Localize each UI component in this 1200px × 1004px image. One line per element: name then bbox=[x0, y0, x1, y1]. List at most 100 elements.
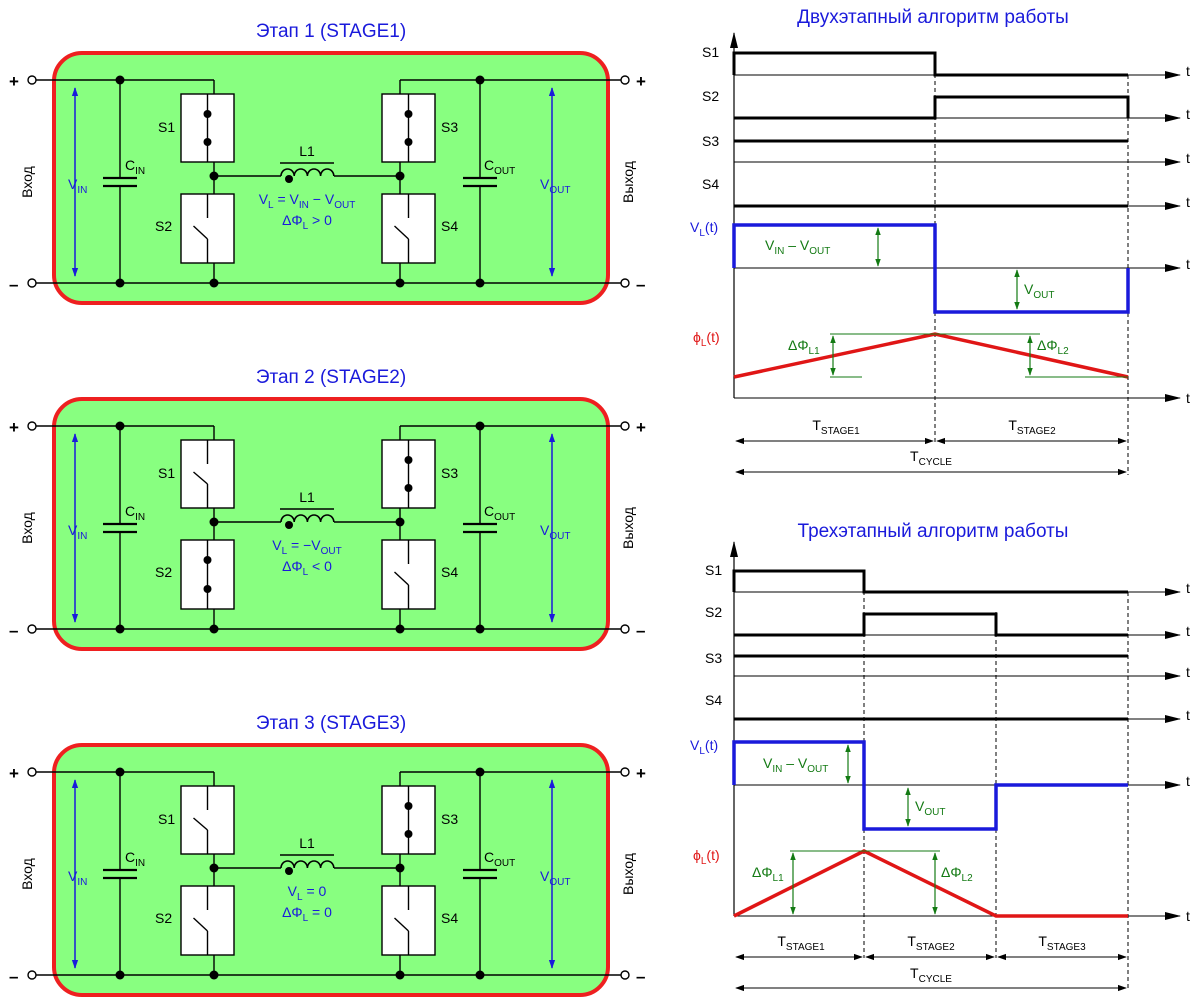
cout-label: COUT​ bbox=[484, 157, 515, 177]
axis-t-label: t bbox=[1186, 63, 1190, 79]
s1-switch-blade bbox=[193, 471, 208, 485]
dphi-equation: ΔΦL​ > 0 bbox=[282, 212, 332, 232]
s2-switch-blade bbox=[193, 225, 208, 240]
s2-label: S2 bbox=[155, 910, 172, 926]
vout-label: VOUT​ bbox=[540, 868, 570, 888]
cout-label: COUT​ bbox=[484, 503, 515, 523]
s3-label: S3 bbox=[441, 119, 458, 135]
timing-three-stage: Трехэтапный алгоритм работыttttttS1S2S3S… bbox=[690, 521, 1190, 992]
period-label-2: TSTAGE2​ bbox=[1008, 417, 1056, 437]
row-label-vl: VL​(t) bbox=[690, 219, 718, 239]
terminal-out-minus bbox=[620, 278, 630, 288]
stage-panel-1: Этап 1 (STAGE1)+–+–CIN​COUT​VIN​VOUT​Вхо… bbox=[9, 21, 646, 305]
s1-switch-blade bbox=[193, 817, 208, 831]
junction-dot bbox=[404, 830, 413, 838]
terminal-out-plus bbox=[620, 767, 630, 777]
cin-label: CIN​ bbox=[125, 503, 145, 523]
vin-label: VIN​ bbox=[68, 522, 87, 542]
axis-t-label: t bbox=[1186, 707, 1190, 723]
junction-dot bbox=[203, 585, 212, 593]
circuit-panels: Этап 1 (STAGE1) + – + – CIN​ COUT​ VIN​ VOUT​ Вхо… bbox=[9, 21, 646, 997]
stage-panel-3: Этап 3 (STAGE3)+–+–CIN​COUT​VIN​VOUT​Вхо… bbox=[9, 713, 646, 997]
stage-title: Этап 3 (STAGE3) bbox=[256, 713, 406, 734]
input-label: Вход bbox=[19, 858, 35, 890]
axis-t-label: t bbox=[1186, 664, 1190, 680]
dphi2-label: ΔΦL2​ bbox=[941, 864, 973, 884]
vl-equation: VL​ = −VOUT​ bbox=[272, 537, 341, 557]
axis-t-label: t bbox=[1186, 908, 1190, 924]
output-label: Выход bbox=[620, 507, 636, 549]
plus-terminal-right: + bbox=[636, 72, 646, 91]
axis-t-label: t bbox=[1186, 390, 1190, 406]
s4-switch-blade bbox=[394, 571, 409, 586]
junction-dot bbox=[404, 110, 413, 118]
s1-waveform bbox=[732, 51, 1128, 77]
s2-label: S2 bbox=[155, 564, 172, 580]
junction-dot bbox=[203, 138, 212, 146]
row-label-s4: S4 bbox=[702, 176, 719, 192]
input-label: Вход bbox=[19, 512, 35, 544]
s4-switch-blade bbox=[394, 225, 409, 240]
vout-label: VOUT​ bbox=[540, 176, 570, 196]
minus-terminal-right: – bbox=[636, 967, 645, 986]
terminal-out-minus bbox=[620, 970, 630, 980]
terminal-in-plus bbox=[27, 767, 37, 777]
s1-label: S1 bbox=[158, 465, 175, 481]
vin-label: VIN​ bbox=[68, 176, 87, 196]
vl-up-label: VIN​ – VOUT​ bbox=[763, 755, 828, 775]
dphi-equation: ΔΦL​ < 0 bbox=[282, 558, 332, 578]
output-label: Выход bbox=[620, 161, 636, 203]
stage-background bbox=[52, 397, 610, 651]
period-label-1: TSTAGE1​ bbox=[777, 933, 825, 953]
plus-terminal-right: + bbox=[636, 764, 646, 783]
stage-title: Этап 1 (STAGE1) bbox=[256, 21, 406, 42]
terminal-in-minus bbox=[27, 970, 37, 980]
timing-title: Двухэтапный алгоритм работы bbox=[797, 7, 1069, 28]
timing-two-stage: Двухэтапный алгоритм работыttttttS1S2S3S… bbox=[690, 7, 1190, 476]
plus-terminal-left: + bbox=[9, 764, 19, 783]
vl-waveform bbox=[732, 740, 1128, 831]
period-label-2: TSTAGE2​ bbox=[907, 933, 955, 953]
cout-label: COUT​ bbox=[484, 849, 515, 869]
junction-dot bbox=[404, 484, 413, 492]
s1-waveform bbox=[732, 569, 1128, 594]
inductor-coil bbox=[280, 860, 335, 869]
phi-waveform bbox=[733, 849, 1128, 918]
row-label-s3: S3 bbox=[702, 133, 719, 149]
row-label-s3: S3 bbox=[705, 650, 722, 666]
cycle-label: TCYCLE​ bbox=[910, 448, 952, 468]
vl-equation: VL​ = VIN​ − VOUT​ bbox=[259, 191, 356, 211]
s2-switch-blade bbox=[193, 917, 208, 932]
output-label: Выход bbox=[620, 853, 636, 895]
s3-label: S3 bbox=[441, 465, 458, 481]
vl-down-label: VOUT​ bbox=[915, 798, 945, 818]
s4-switch-blade bbox=[394, 917, 409, 932]
row-label-s1: S1 bbox=[702, 44, 719, 60]
axis-t-label: t bbox=[1186, 150, 1190, 166]
row-label-s2: S2 bbox=[705, 604, 722, 620]
stage-panel-2: Этап 2 (STAGE2)+–+–CIN​COUT​VIN​VOUT​Вхо… bbox=[9, 367, 646, 651]
plus-terminal-right: + bbox=[636, 418, 646, 437]
minus-terminal-left: – bbox=[9, 621, 18, 640]
timing-diagrams: Двухэтапный алгоритм работыttttttS1S2S3S… bbox=[690, 7, 1190, 992]
minus-terminal-left: – bbox=[9, 275, 18, 294]
row-label-phi: ϕL​(t) bbox=[693, 847, 720, 867]
vout-label: VOUT​ bbox=[540, 522, 570, 542]
timing-title: Трехэтапный алгоритм работы bbox=[798, 521, 1069, 542]
cycle-label: TCYCLE​ bbox=[910, 965, 952, 985]
cin-label: CIN​ bbox=[125, 849, 145, 869]
s1-label: S1 bbox=[158, 811, 175, 827]
terminal-in-minus bbox=[27, 624, 37, 634]
dphi2-label: ΔΦL2​ bbox=[1037, 337, 1069, 357]
dphi1-label: ΔΦL1​ bbox=[752, 864, 784, 884]
stage-title: Этап 2 (STAGE2) bbox=[256, 367, 406, 388]
junction-dot bbox=[285, 521, 293, 529]
row-label-vl: VL​(t) bbox=[690, 737, 718, 757]
axis-t-label: t bbox=[1186, 106, 1190, 122]
terminal-in-plus bbox=[27, 421, 37, 431]
vin-label: VIN​ bbox=[68, 868, 87, 888]
s3-label: S3 bbox=[441, 811, 458, 827]
axis-t-label: t bbox=[1186, 256, 1190, 272]
dphi-equation: ΔΦL​ = 0 bbox=[282, 904, 332, 924]
